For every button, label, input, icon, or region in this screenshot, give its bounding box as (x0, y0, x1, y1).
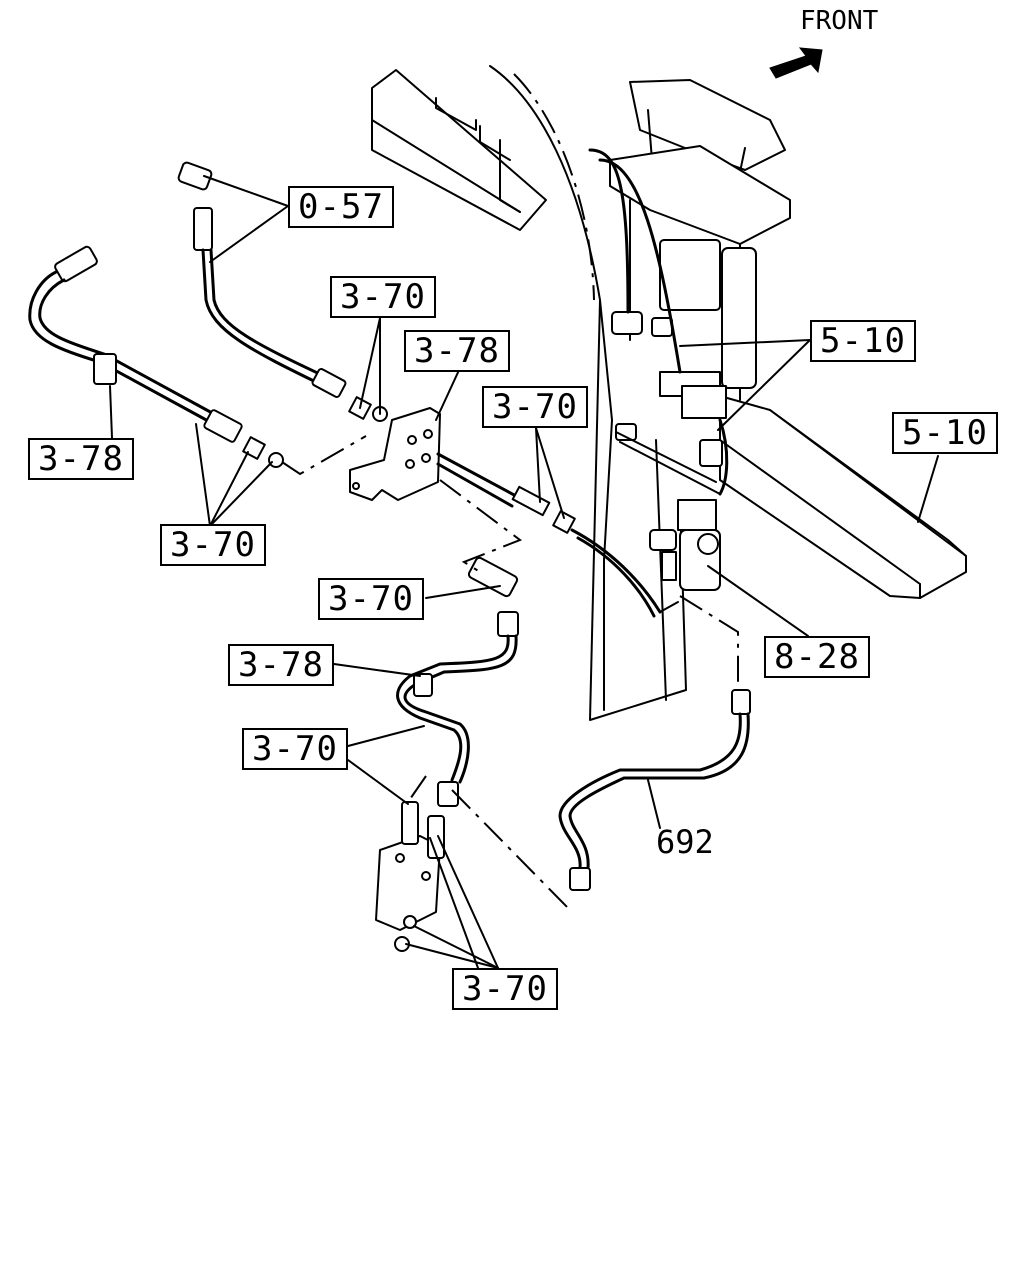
part-number-692: 692 (656, 823, 714, 861)
pipe-692 (558, 689, 751, 891)
phantom-lines (281, 435, 739, 911)
callout-3-70-bottom: 3-70 (452, 968, 558, 1010)
bracket-center (349, 407, 441, 501)
column-pipes (588, 148, 729, 496)
arrow-front-icon (769, 47, 823, 79)
callout-3-78-lower: 3-78 (228, 644, 334, 686)
seat-bracket (609, 79, 791, 401)
callout-3-70-elbow: 3-70 (318, 578, 424, 620)
callout-3-78-left: 3-78 (28, 438, 134, 480)
callout-0-57: 0-57 (288, 186, 394, 228)
bracket-lower (375, 801, 445, 952)
frame-member-upper-left (371, 69, 547, 231)
pipe-0-57 (177, 161, 388, 422)
pipe-left-long (28, 245, 284, 468)
callout-3-70-lower: 3-70 (242, 728, 348, 770)
callout-8-28: 8-28 (764, 636, 870, 678)
leader-lines (109, 175, 939, 969)
callout-3-70-mid: 3-70 (482, 386, 588, 428)
callout-3-78-bracket: 3-78 (404, 330, 510, 372)
pipe-lower (396, 556, 519, 807)
center-pipe (436, 452, 679, 618)
component-8-28 (649, 499, 721, 591)
callout-5-10-rail: 5-10 (892, 412, 998, 454)
callout-5-10-valve: 5-10 (810, 320, 916, 362)
callout-3-70-left: 3-70 (160, 524, 266, 566)
frame-rail-right (719, 395, 967, 599)
valve-block (611, 311, 727, 495)
callout-3-70-top: 3-70 (330, 276, 436, 318)
front-direction-label: FRONT (800, 6, 879, 36)
